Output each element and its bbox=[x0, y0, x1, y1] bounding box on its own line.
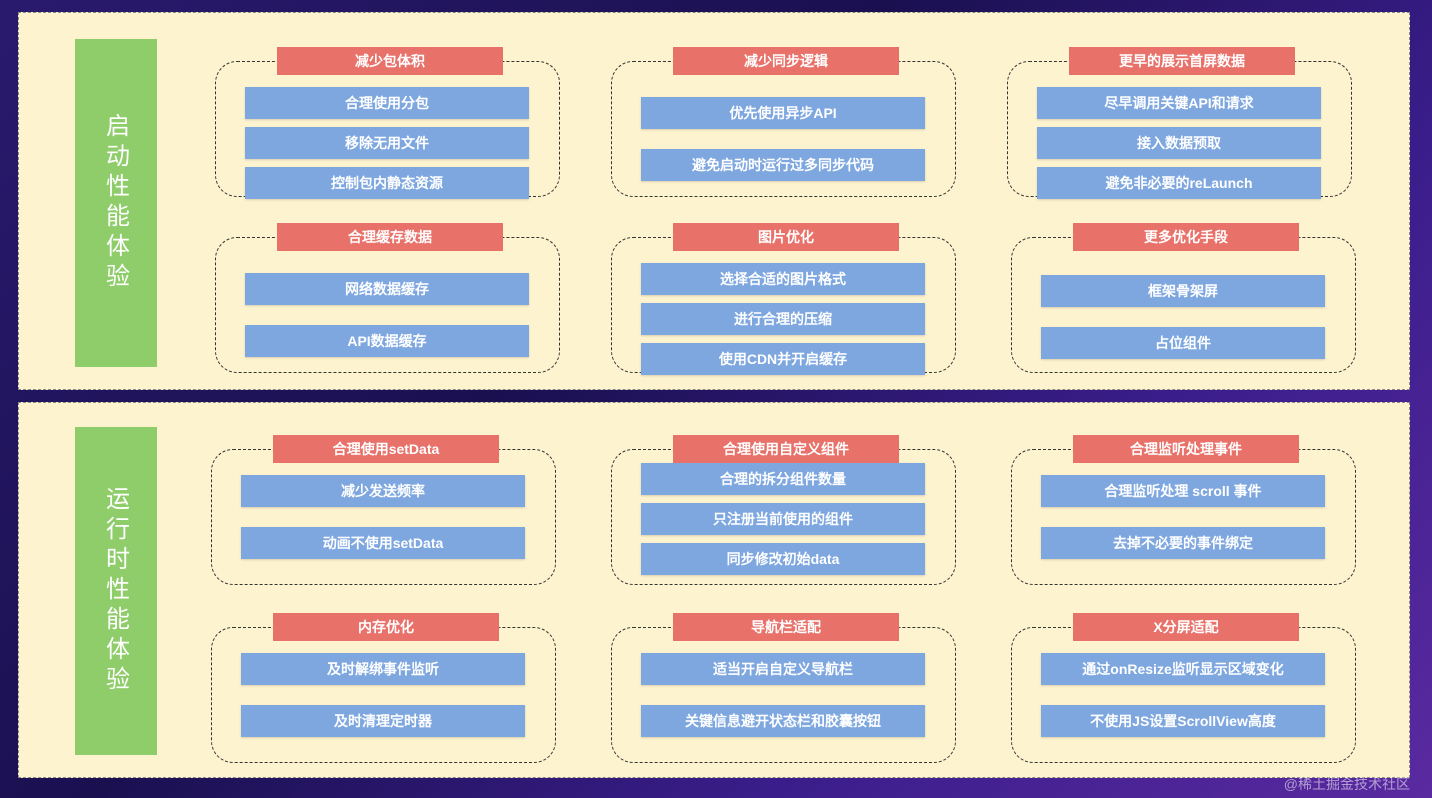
group-item: 同步修改初始data bbox=[641, 543, 925, 575]
group-item: 不使用JS设置ScrollView高度 bbox=[1041, 705, 1325, 737]
group-reduce-package: 减少包体积 合理使用分包 移除无用文件 控制包内静态资源 bbox=[215, 39, 560, 209]
group-header: 导航栏适配 bbox=[673, 613, 899, 641]
runtime-panel: 运行时性能体验 合理使用setData 减少发送频率 动画不使用setData … bbox=[18, 402, 1410, 778]
group-memory: 内存优化 及时解绑事件监听 及时清理定时器 bbox=[211, 605, 556, 775]
group-item: 合理监听处理 scroll 事件 bbox=[1041, 475, 1325, 507]
watermark-text: @稀土掘金技术社区 bbox=[1283, 776, 1410, 792]
startup-label-text: 启动性能体验 bbox=[101, 113, 130, 293]
group-header: 合理使用setData bbox=[273, 435, 499, 463]
group-header: 更早的展示首屏数据 bbox=[1069, 47, 1295, 75]
group-item: 减少发送频率 bbox=[241, 475, 525, 507]
group-item: 选择合适的图片格式 bbox=[641, 263, 925, 295]
group-item: 合理的拆分组件数量 bbox=[641, 463, 925, 495]
startup-panel: 启动性能体验 减少包体积 合理使用分包 移除无用文件 控制包内静态资源 减少同步… bbox=[18, 12, 1410, 390]
group-item: 使用CDN并开启缓存 bbox=[641, 343, 925, 375]
group-item: 适当开启自定义导航栏 bbox=[641, 653, 925, 685]
group-event-listen: 合理监听处理事件 合理监听处理 scroll 事件 去掉不必要的事件绑定 bbox=[1011, 427, 1356, 597]
group-item: 只注册当前使用的组件 bbox=[641, 503, 925, 535]
group-item: 进行合理的压缩 bbox=[641, 303, 925, 335]
group-header: 内存优化 bbox=[273, 613, 499, 641]
group-header: 更多优化手段 bbox=[1073, 223, 1299, 251]
group-item: 动画不使用setData bbox=[241, 527, 525, 559]
group-item: 接入数据预取 bbox=[1037, 127, 1321, 159]
group-header: 合理缓存数据 bbox=[277, 223, 503, 251]
group-header: 减少同步逻辑 bbox=[673, 47, 899, 75]
group-image-optimize: 图片优化 选择合适的图片格式 进行合理的压缩 使用CDN并开启缓存 bbox=[611, 215, 956, 385]
group-item: 及时解绑事件监听 bbox=[241, 653, 525, 685]
startup-side-label: 启动性能体验 bbox=[75, 39, 157, 367]
group-item: 优先使用异步API bbox=[641, 97, 925, 129]
group-item: 关键信息避开状态栏和胶囊按钮 bbox=[641, 705, 925, 737]
group-header: X分屏适配 bbox=[1073, 613, 1299, 641]
group-early-first-screen: 更早的展示首屏数据 尽早调用关键API和请求 接入数据预取 避免非必要的reLa… bbox=[1007, 39, 1352, 209]
group-custom-component: 合理使用自定义组件 合理的拆分组件数量 只注册当前使用的组件 同步修改初始dat… bbox=[611, 427, 956, 597]
group-cache-data: 合理缓存数据 网络数据缓存 API数据缓存 bbox=[215, 215, 560, 385]
group-navbar: 导航栏适配 适当开启自定义导航栏 关键信息避开状态栏和胶囊按钮 bbox=[611, 605, 956, 775]
group-frame bbox=[211, 449, 556, 585]
group-item: 避免启动时运行过多同步代码 bbox=[641, 149, 925, 181]
group-item: 合理使用分包 bbox=[245, 87, 529, 119]
group-item: 去掉不必要的事件绑定 bbox=[1041, 527, 1325, 559]
group-frame bbox=[1011, 627, 1356, 763]
runtime-label-text: 运行时性能体验 bbox=[101, 486, 130, 696]
group-setdata: 合理使用setData 减少发送频率 动画不使用setData bbox=[211, 427, 556, 597]
group-item: 网络数据缓存 bbox=[245, 273, 529, 305]
group-item: 占位组件 bbox=[1041, 327, 1325, 359]
group-reduce-sync: 减少同步逻辑 优先使用异步API 避免启动时运行过多同步代码 bbox=[611, 39, 956, 209]
group-x-split: X分屏适配 通过onResize监听显示区域变化 不使用JS设置ScrollVi… bbox=[1011, 605, 1356, 775]
group-header: 合理使用自定义组件 bbox=[673, 435, 899, 463]
group-item: 及时清理定时器 bbox=[241, 705, 525, 737]
group-frame bbox=[611, 627, 956, 763]
group-more-means: 更多优化手段 框架骨架屏 占位组件 bbox=[1011, 215, 1356, 385]
group-item: 控制包内静态资源 bbox=[245, 167, 529, 199]
group-header: 合理监听处理事件 bbox=[1073, 435, 1299, 463]
group-frame bbox=[211, 627, 556, 763]
group-frame bbox=[1011, 449, 1356, 585]
group-item: 尽早调用关键API和请求 bbox=[1037, 87, 1321, 119]
group-item: 框架骨架屏 bbox=[1041, 275, 1325, 307]
group-header: 减少包体积 bbox=[277, 47, 503, 75]
runtime-side-label: 运行时性能体验 bbox=[75, 427, 157, 755]
group-item: 通过onResize监听显示区域变化 bbox=[1041, 653, 1325, 685]
group-header: 图片优化 bbox=[673, 223, 899, 251]
group-item: 避免非必要的reLaunch bbox=[1037, 167, 1321, 199]
group-item: 移除无用文件 bbox=[245, 127, 529, 159]
group-item: API数据缓存 bbox=[245, 325, 529, 357]
